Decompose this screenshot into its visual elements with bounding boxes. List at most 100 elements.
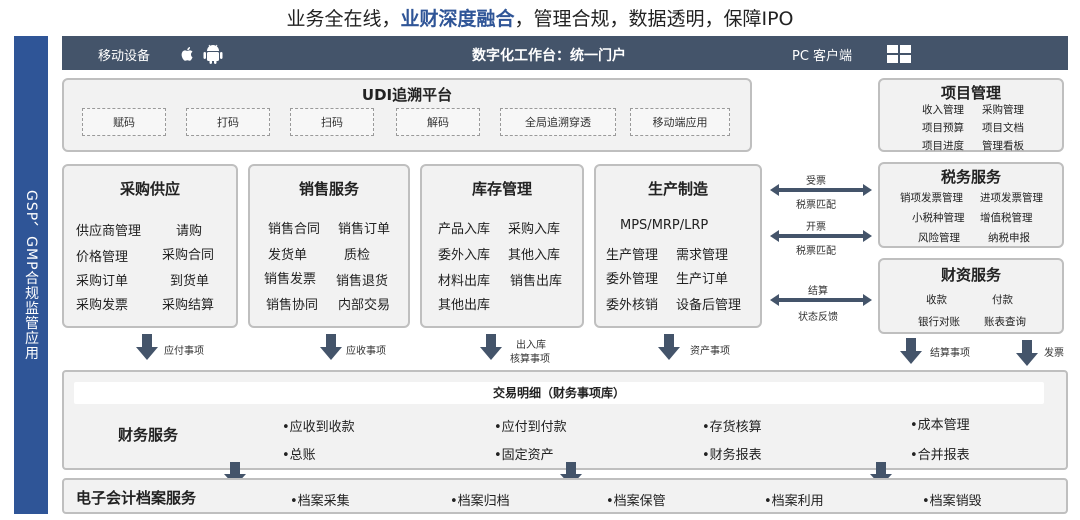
flow-label: 出入库 [516, 340, 546, 351]
inventory-title: 库存管理 [471, 180, 532, 198]
link-label: 状态反馈 [798, 312, 838, 323]
ledger-item: •成本管理 [910, 418, 970, 433]
flow-label: 应收事项 [346, 346, 386, 357]
project-item: 项目进度 [922, 140, 964, 152]
purchase-item: 采购发票 [76, 298, 129, 313]
ledger-item: •财务报表 [702, 448, 762, 463]
portal-bar: 移动设备 数字化工作台：统一门户 PC 客户端 [62, 36, 1068, 70]
windows-icon [887, 45, 911, 63]
pc-client-label: PC 客户端 [792, 49, 853, 64]
udi-item: 移动端应用 [630, 108, 730, 136]
project-item: 项目文档 [982, 122, 1024, 134]
link-label: 受票 [806, 176, 826, 187]
production-item: 委外核销 [606, 298, 659, 313]
treasury-title: 财资服务 [940, 266, 1001, 284]
tax-item: 进项发票管理 [980, 192, 1043, 204]
purchase-item: 到货单 [170, 274, 210, 289]
apple-icon [181, 47, 193, 61]
sales-service: 销售服务 销售合同 销售订单 发货单 质检 销售发票 销售退货 销售协同 内部交… [248, 164, 410, 328]
inventory-item: 委外入库 [438, 248, 491, 263]
purchase-item: 供应商管理 [76, 224, 142, 239]
udi-item: 赋码 [82, 108, 166, 136]
down-arrow-icon [900, 338, 922, 364]
archive-item: •档案销毁 [922, 494, 982, 509]
headline-part1: 业务全在线， [286, 8, 401, 30]
inventory-item: 销售出库 [510, 274, 563, 289]
headline: 业务全在线，业财深度融合，管理合规，数据透明，保障IPO [0, 4, 1080, 31]
project-item: 项目预算 [922, 122, 964, 134]
sales-item: 销售合同 [268, 222, 321, 237]
inventory-management: 库存管理 产品入库 采购入库 委外入库 其他入库 材料出库 销售出库 其他出库 [420, 164, 584, 328]
inventory-item: 产品入库 [438, 222, 491, 237]
down-arrow-icon [136, 334, 158, 360]
tax-item: 增值税管理 [980, 212, 1033, 224]
tax-item: 风险管理 [918, 232, 960, 244]
production-item: 生产订单 [676, 272, 729, 287]
sales-item: 销售协同 [266, 298, 319, 313]
project-item: 收入管理 [922, 104, 964, 116]
archive-item: •档案保管 [606, 494, 666, 509]
tax-item: 纳税申报 [988, 232, 1030, 244]
production-item: 委外管理 [606, 272, 659, 287]
flow-label: 结算事项 [930, 348, 970, 359]
electronic-archive-service: 电子会计档案服务 •档案采集 •档案归档 •档案保管 •档案利用 •档案销毁 [62, 478, 1068, 514]
archive-item: •档案采集 [290, 494, 350, 509]
sales-item: 内部交易 [338, 298, 391, 313]
udi-item: 扫码 [290, 108, 374, 136]
treasury-item: 账表查询 [984, 316, 1026, 328]
financial-services-title: 财务服务 [118, 426, 179, 444]
sales-item: 发货单 [268, 248, 308, 263]
headline-part2: ，管理合规，数据透明，保障IPO [514, 8, 794, 30]
compliance-sidebar: GSP、GMP合规监管应用 [14, 36, 48, 514]
udi-item: 打码 [186, 108, 270, 136]
treasury-item: 付款 [992, 294, 1013, 306]
flow-label: 核算事项 [510, 354, 550, 365]
purchase-supply: 采购供应 供应商管理 请购 价格管理 采购合同 采购订单 到货单 采购发票 采购… [62, 164, 238, 328]
financial-services: 交易明细（财务事项库） 财务服务 •应收到收款 •应付到付款 •存货核算 •成本… [62, 370, 1068, 470]
flow-label: 资产事项 [690, 346, 730, 357]
production-item: 生产管理 [606, 248, 659, 263]
inventory-item: 其他入库 [508, 248, 561, 263]
project-management: 项目管理 收入管理 采购管理 项目预算 项目文档 项目进度 管理看板 [878, 78, 1064, 152]
treasury-item: 收款 [926, 294, 947, 306]
project-item: 采购管理 [982, 104, 1024, 116]
flow-label: 发票 [1044, 348, 1064, 359]
purchase-item: 采购合同 [162, 248, 215, 263]
purchase-item: 采购结算 [162, 298, 215, 313]
link-label: 结算 [808, 286, 828, 297]
production-manufacturing: 生产制造 MPS/MRP/LRP 生产管理 需求管理 委外管理 生产订单 委外核… [594, 164, 762, 328]
production-item: 设备后管理 [676, 298, 742, 313]
purchase-item: 请购 [176, 224, 203, 239]
archive-title: 电子会计档案服务 [76, 489, 197, 507]
project-title: 项目管理 [940, 84, 1001, 102]
down-arrow-icon [1016, 340, 1038, 366]
archive-item: •档案归档 [450, 494, 510, 509]
udi-item: 解码 [396, 108, 480, 136]
mobile-device-label: 移动设备 [98, 49, 151, 64]
down-arrow-icon [320, 334, 342, 360]
tax-service: 税务服务 销项发票管理 进项发票管理 小税种管理 增值税管理 风险管理 纳税申报 [878, 162, 1064, 248]
sales-title: 销售服务 [298, 180, 359, 198]
double-arrow-icon [770, 294, 872, 306]
production-item: 需求管理 [676, 248, 729, 263]
android-icon [203, 44, 223, 64]
link-label: 税票匹配 [796, 246, 836, 257]
sales-item: 销售发票 [264, 272, 317, 287]
udi-platform: UDI追溯平台 赋码 打码 扫码 解码 全局追溯穿透 移动端应用 [62, 78, 752, 152]
production-title: 生产制造 [647, 180, 708, 198]
treasury-service: 财资服务 收款 付款 银行对账 账表查询 [878, 258, 1064, 334]
purchase-title: 采购供应 [119, 180, 180, 198]
tax-title: 税务服务 [940, 168, 1001, 186]
link-label: 开票 [806, 222, 826, 233]
production-item: MPS/MRP/LRP [620, 218, 709, 233]
double-arrow-icon [770, 230, 872, 242]
project-item: 管理看板 [982, 140, 1024, 152]
sales-item: 销售订单 [338, 222, 391, 237]
tax-item: 小税种管理 [912, 212, 965, 224]
purchase-item: 价格管理 [76, 250, 129, 265]
transaction-ledger-header: 交易明细（财务事项库） [74, 382, 1044, 404]
ledger-item: •应付到付款 [494, 420, 567, 435]
sales-item: 质检 [344, 248, 371, 263]
ledger-item: •固定资产 [494, 448, 554, 463]
inventory-item: 采购入库 [508, 222, 561, 237]
